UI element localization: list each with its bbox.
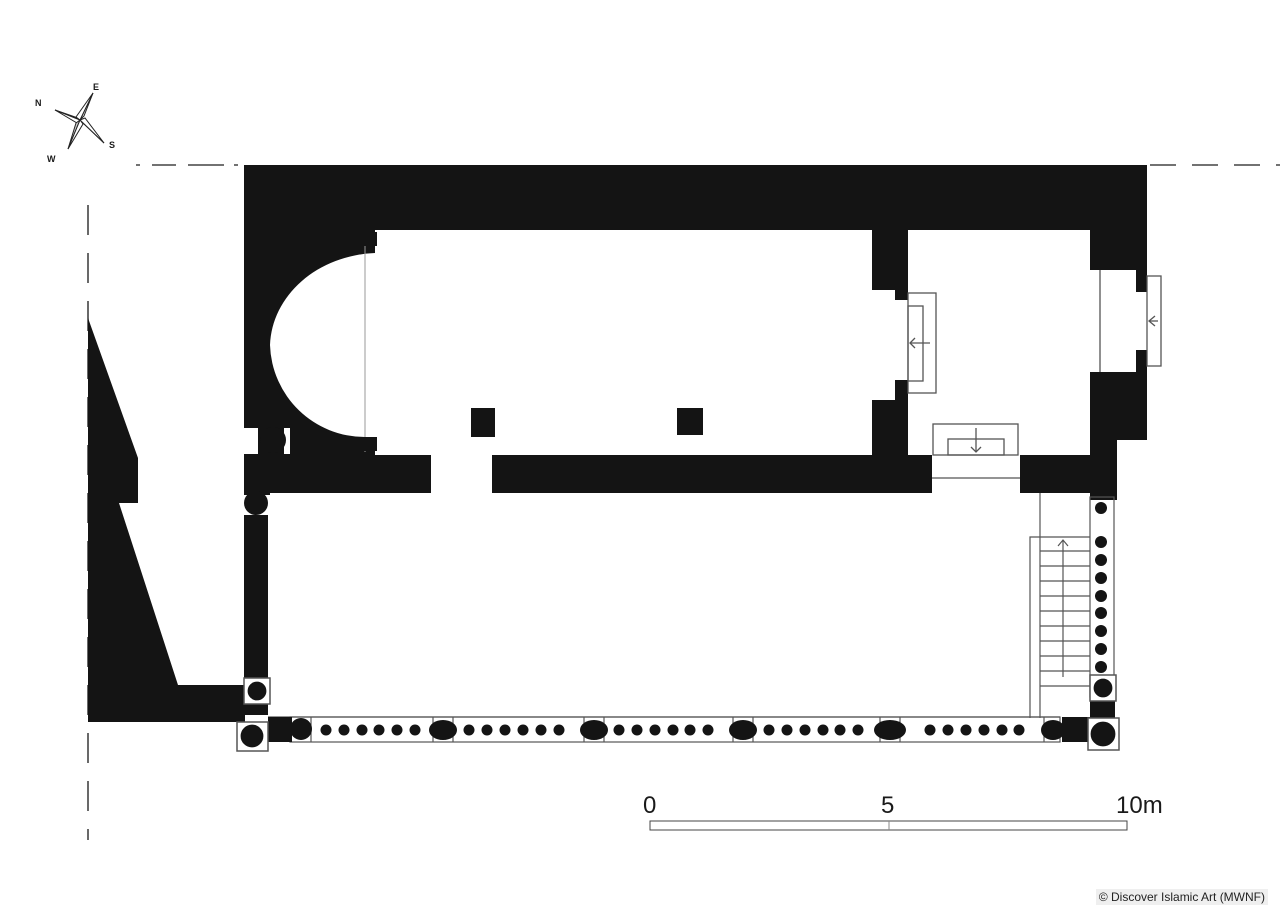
pier-2 xyxy=(677,408,703,435)
east-door-frame xyxy=(1146,275,1162,367)
south-wall-east xyxy=(492,455,932,493)
pier-1 xyxy=(471,408,495,437)
east-colonnade xyxy=(1089,496,1115,722)
staircase xyxy=(1029,493,1090,718)
column-base-se xyxy=(1087,717,1120,751)
portico-piers xyxy=(268,717,1092,742)
corner-column-bases xyxy=(236,674,1120,752)
portico-columns xyxy=(320,724,1025,736)
compass-west-label: W xyxy=(47,154,56,164)
column-base-ne xyxy=(1089,674,1117,702)
column-base-sw xyxy=(236,721,269,752)
doorways xyxy=(907,270,1162,479)
compass-south-label: S xyxy=(109,140,115,150)
scale-tick-10m: 10m xyxy=(1116,792,1163,819)
south-colonnade xyxy=(268,716,1092,743)
stair-treads xyxy=(1040,550,1090,687)
building-walls xyxy=(244,165,1147,715)
mihrab-apse-wall xyxy=(244,230,375,455)
east-room-east-wall xyxy=(1090,270,1147,455)
south-wall-west xyxy=(244,455,431,493)
compass-star-icon xyxy=(54,92,105,150)
prayer-hall-east-wall xyxy=(872,230,908,455)
scale-tick-5: 5 xyxy=(881,792,894,819)
compass-east-label: E xyxy=(93,82,99,92)
east-room-north-wall xyxy=(908,165,1147,270)
east-corner-pier xyxy=(1090,700,1115,722)
column-base-nw xyxy=(243,677,271,705)
west-exterior-wall xyxy=(88,318,245,722)
copyright-credit: © Discover Islamic Art (MWNF) xyxy=(1095,889,1268,905)
scale-bar: 0 5 10m xyxy=(643,792,1163,831)
compass-rose: N E S W xyxy=(35,82,115,164)
scale-tick-0: 0 xyxy=(643,792,656,819)
compass-north-label: N xyxy=(35,98,42,108)
